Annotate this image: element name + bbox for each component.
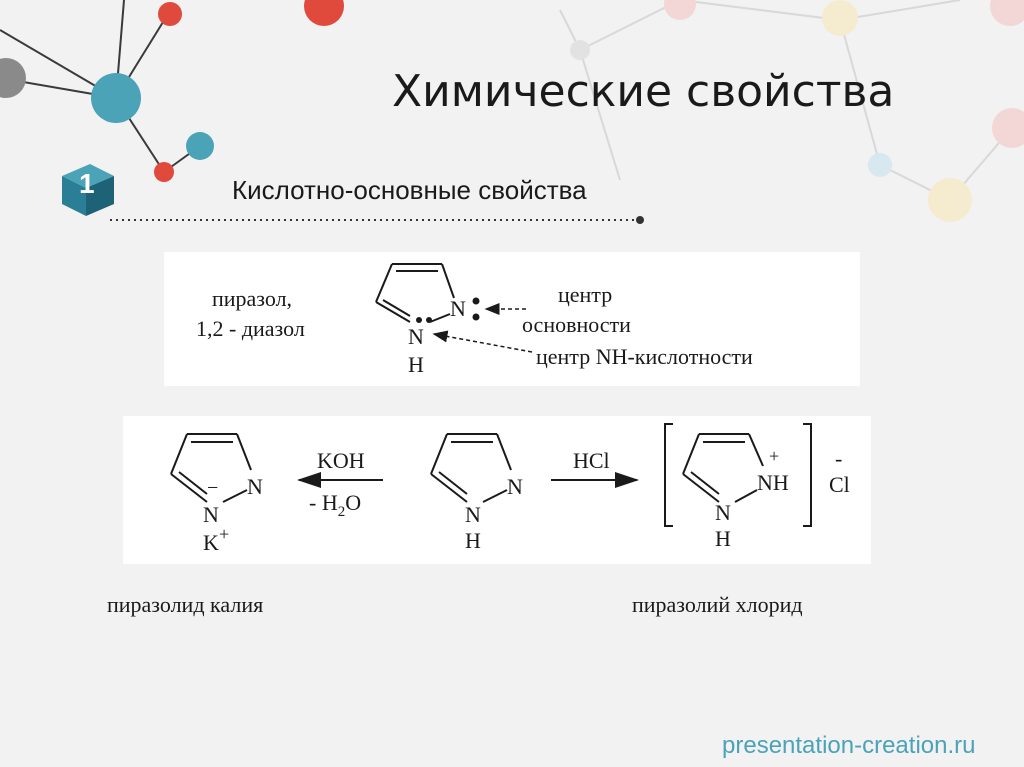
- molecule-node-red: [158, 2, 182, 26]
- pyrazole-atom-n-bottom: N: [465, 502, 481, 527]
- molecule-node-red: [154, 162, 174, 182]
- caption-potassium-pyrazolide: пиразолид калия: [107, 592, 264, 617]
- atom-h: H: [408, 352, 424, 377]
- basic-center-label-line1: центр: [558, 282, 612, 307]
- molecule-node-faint: [928, 178, 972, 222]
- reaction-scheme: − N N K + KOH - H2O N N H HCl: [123, 416, 871, 564]
- reagent-water-loss: - H2O: [309, 490, 361, 520]
- caption-pyrazolium-chloride: пиразолий хлорид: [632, 592, 803, 617]
- pyrazolium-atom-n-bottom: N: [715, 500, 731, 525]
- pyrazolide-atom-n-top: N: [247, 474, 263, 499]
- lone-pair-dot: [472, 313, 480, 321]
- reagent-koh: KOH: [317, 448, 365, 473]
- pyrazole-centers-figure: пиразол, 1,2 - диазол N N H центр основн…: [164, 252, 860, 386]
- molecule-node-faint: [990, 0, 1024, 26]
- pyrazolide-atom-n-bottom: N: [203, 502, 219, 527]
- lone-pair-dot: [416, 317, 422, 323]
- network-line-faint: [839, 0, 961, 21]
- potassium-atom: K: [203, 530, 219, 555]
- section-number: 1: [79, 168, 95, 199]
- basic-center-label-line2: основности: [522, 312, 631, 337]
- molecule-node-teal: [186, 132, 214, 160]
- pyrazolide-minus: −: [207, 477, 218, 499]
- molecule-node-faint: [868, 153, 892, 177]
- molecule-node-faint: [664, 0, 696, 20]
- network-line-faint: [579, 0, 681, 51]
- acid-center-label: центр NH-кислотности: [536, 344, 753, 369]
- pyrazole-ring-middle: [430, 433, 512, 503]
- network-line-faint: [579, 49, 621, 181]
- pyrazolide-ring: [170, 433, 252, 503]
- slide-title: Химические свойства: [392, 66, 895, 117]
- pyrazolium-plus: +: [769, 446, 779, 466]
- reagent-hcl: HCl: [573, 448, 610, 473]
- molecule-node-faint: [822, 0, 858, 36]
- pyrazole-ring: [375, 263, 455, 323]
- molecule-node-red: [304, 0, 344, 26]
- molecule-node-gray: [0, 58, 26, 98]
- chloride-minus: -: [835, 446, 842, 471]
- molecule-node-faint: [570, 40, 590, 60]
- pyrazolium-ring: [664, 423, 812, 527]
- network-line-faint: [839, 19, 881, 166]
- molecule-node-teal: [91, 73, 141, 123]
- chloride-ion: Cl: [829, 472, 850, 497]
- lone-pair-dot: [472, 297, 480, 305]
- molecule-node-faint: [992, 108, 1024, 148]
- pyrazolium-atom-h: H: [715, 526, 731, 551]
- network-line-faint: [679, 0, 841, 21]
- compound-name-line1: пиразол,: [212, 286, 292, 311]
- pyrazole-atom-h: H: [465, 528, 481, 553]
- pyrazolium-nh: NH: [757, 470, 789, 495]
- atom-n-pyridine: N: [450, 296, 466, 321]
- section-subtitle: Кислотно-основные свойства: [232, 175, 587, 205]
- compound-name-line2: 1,2 - диазол: [196, 316, 305, 341]
- lone-pair-dot: [426, 317, 432, 323]
- pyrazole-atom-n-top: N: [507, 474, 523, 499]
- potassium-plus: +: [219, 524, 229, 544]
- section-badge-cube-icon: [62, 164, 114, 216]
- footer-website-link[interactable]: presentation-creation.ru: [722, 732, 976, 759]
- atom-n-pyrrole: N: [408, 324, 424, 349]
- acid-center-arrow: [432, 330, 533, 353]
